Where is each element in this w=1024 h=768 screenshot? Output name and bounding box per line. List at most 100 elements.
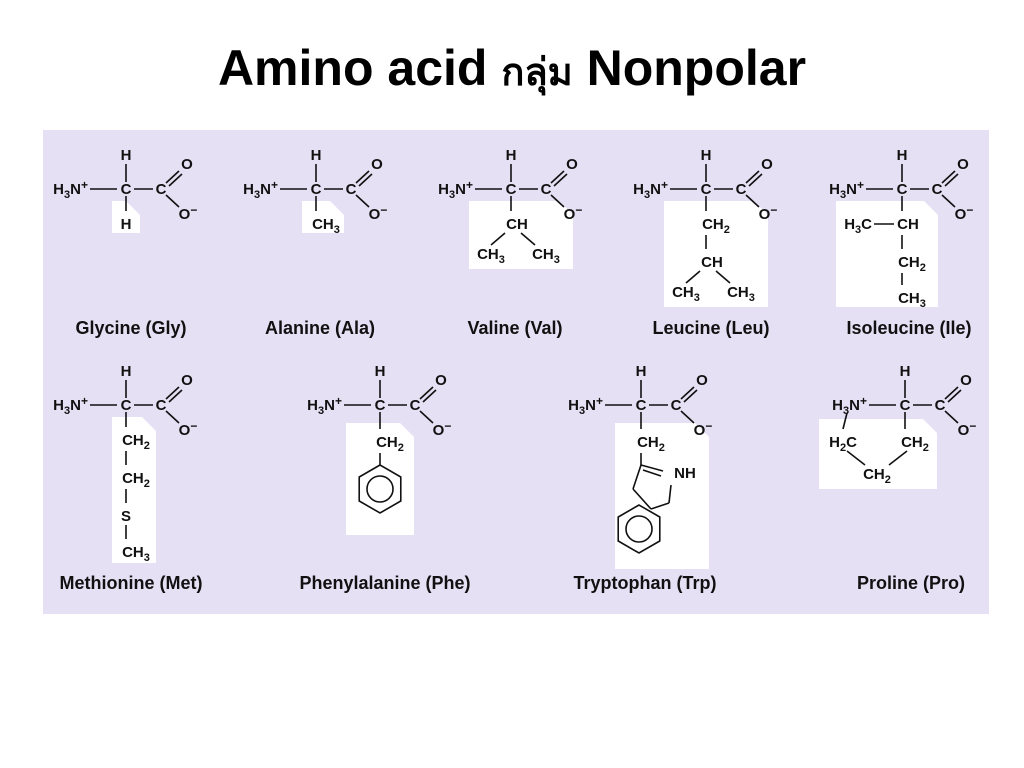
isoleucine-amino-group: H3N+ <box>829 178 864 201</box>
isoleucine-carboxylate-oxygen: O− <box>955 203 974 223</box>
tryptophan-carboxyl-carbon: C <box>671 397 682 414</box>
glycine-carboxyl-carbon: C <box>156 181 167 198</box>
alanine-alpha-hydrogen: H <box>311 147 322 164</box>
proline-alpha-carbon: C <box>900 397 911 414</box>
isoleucine-ch: CH <box>897 216 919 233</box>
alanine-amino-group: H3N+ <box>243 178 278 201</box>
proline-alpha-hydrogen: H <box>900 363 911 380</box>
alanine-alpha-carbon: C <box>311 181 322 198</box>
glycine-carbonyl-oxygen: O <box>181 156 193 173</box>
methionine-alpha-hydrogen: H <box>121 363 132 380</box>
valine-ch: CH <box>506 216 528 233</box>
alanine-side-chain-box <box>302 201 344 233</box>
phenylalanine-carboxylate-oxygen: O− <box>433 419 452 439</box>
leucine-carboxylate-oxygen: O− <box>759 203 778 223</box>
leucine-ch3-right: CH3 <box>727 284 755 304</box>
label-isoleucine: Isoleucine (Ile) <box>846 318 971 338</box>
methionine-carboxyl-carbon: C <box>156 397 167 414</box>
glycine-side-chain-h: H <box>121 216 132 233</box>
proline-carbonyl-oxygen: O <box>960 372 972 389</box>
label-glycine: Glycine (Gly) <box>75 318 186 338</box>
alanine-carboxylate-oxygen: O− <box>369 203 388 223</box>
valine-alpha-hydrogen: H <box>506 147 517 164</box>
label-tryptophan: Tryptophan (Trp) <box>574 573 717 593</box>
alanine-carboxyl-carbon: C <box>346 181 357 198</box>
methionine-ch3: CH3 <box>122 544 150 564</box>
leucine-ch3-left: CH3 <box>672 284 700 304</box>
tryptophan-amino-group: H3N+ <box>568 394 603 417</box>
phenylalanine-amino-group: H3N+ <box>307 394 342 417</box>
alanine-side-chain-ch3: CH3 <box>312 216 340 236</box>
leucine-ch2: CH2 <box>702 216 730 236</box>
tryptophan-side-chain-box <box>615 423 709 569</box>
methionine-alpha-carbon: C <box>121 397 132 414</box>
glycine-side-chain-box <box>112 201 140 233</box>
label-leucine: Leucine (Leu) <box>652 318 769 338</box>
leucine-amino-group: H3N+ <box>633 178 668 201</box>
isoleucine-alpha-hydrogen: H <box>897 147 908 164</box>
glycine-alpha-hydrogen: H <box>121 147 132 164</box>
leucine-ch: CH <box>701 254 723 271</box>
isoleucine-ch3: CH3 <box>898 290 926 310</box>
leucine-alpha-carbon: C <box>701 181 712 198</box>
proline-side-chain-box <box>819 419 937 489</box>
tryptophan-nh: NH <box>674 465 696 482</box>
isoleucine-ch2: CH2 <box>898 254 926 274</box>
phenylalanine-benzene-ring <box>358 464 402 514</box>
valine-alpha-carbon: C <box>506 181 517 198</box>
label-valine: Valine (Val) <box>467 318 562 338</box>
label-alanine: Alanine (Ala) <box>265 318 375 338</box>
tryptophan-ch2: CH2 <box>637 434 665 454</box>
leucine-carboxyl-carbon: C <box>736 181 747 198</box>
methionine-ch2-1: CH2 <box>122 432 150 452</box>
proline-carboxylate-oxygen: O− <box>958 419 977 439</box>
proline-carboxyl-carbon: C <box>935 397 946 414</box>
methionine-sulfur: S <box>121 508 131 525</box>
phenylalanine-carbonyl-oxygen: O <box>435 372 447 389</box>
glycine-amino-group: H3N+ <box>53 178 88 201</box>
proline-h2c: H2C <box>829 434 857 454</box>
glycine-carboxylate-oxygen: O− <box>179 203 198 223</box>
proline-ch2-bottom: CH2 <box>863 466 891 486</box>
phenylalanine-carboxyl-carbon: C <box>410 397 421 414</box>
valine-amino-group: H3N+ <box>438 178 473 201</box>
label-proline: Proline (Pro) <box>857 573 965 593</box>
tryptophan-carbonyl-oxygen: O <box>696 372 708 389</box>
leucine-alpha-hydrogen: H <box>701 147 712 164</box>
isoleucine-side-chain-box <box>836 201 938 307</box>
phenylalanine-alpha-carbon: C <box>375 397 386 414</box>
tryptophan-carboxylate-oxygen: O− <box>694 419 713 439</box>
tryptophan-alpha-hydrogen: H <box>636 363 647 380</box>
phenylalanine-alpha-hydrogen: H <box>375 363 386 380</box>
proline-ch2-right: CH2 <box>901 434 929 454</box>
leucine-carbonyl-oxygen: O <box>761 156 773 173</box>
label-phenylalanine: Phenylalanine (Phe) <box>299 573 470 593</box>
phenylalanine-ch2: CH2 <box>376 434 404 454</box>
glycine-alpha-carbon: C <box>121 181 132 198</box>
isoleucine-h3c: H3C <box>844 216 872 236</box>
title-part1: Amino acid <box>217 40 488 96</box>
methionine-side-chain-box <box>112 417 156 563</box>
isoleucine-carbonyl-oxygen: O <box>957 156 969 173</box>
slide-title: Amino acid กลุ่ม Nonpolar <box>0 38 1024 103</box>
methionine-carboxylate-oxygen: O− <box>179 419 198 439</box>
proline-amino-group: H3N+ <box>832 394 867 417</box>
alanine-carbonyl-oxygen: O <box>371 156 383 173</box>
isoleucine-carboxyl-carbon: C <box>932 181 943 198</box>
methionine-carbonyl-oxygen: O <box>181 372 193 389</box>
methionine-amino-group: H3N+ <box>53 394 88 417</box>
tryptophan-benzene-ring <box>617 504 661 554</box>
tryptophan-alpha-carbon: C <box>636 397 647 414</box>
title-part3: Nonpolar <box>586 40 807 96</box>
valine-carboxylate-oxygen: O− <box>564 203 583 223</box>
title-part2: กลุ่ม <box>501 52 573 94</box>
valine-carbonyl-oxygen: O <box>566 156 578 173</box>
valine-side-chain-box <box>469 201 573 269</box>
valine-ch3-right: CH3 <box>532 246 560 266</box>
valine-ch3-left: CH3 <box>477 246 505 266</box>
methionine-ch2-2: CH2 <box>122 470 150 490</box>
valine-carboxyl-carbon: C <box>541 181 552 198</box>
isoleucine-alpha-carbon: C <box>897 181 908 198</box>
